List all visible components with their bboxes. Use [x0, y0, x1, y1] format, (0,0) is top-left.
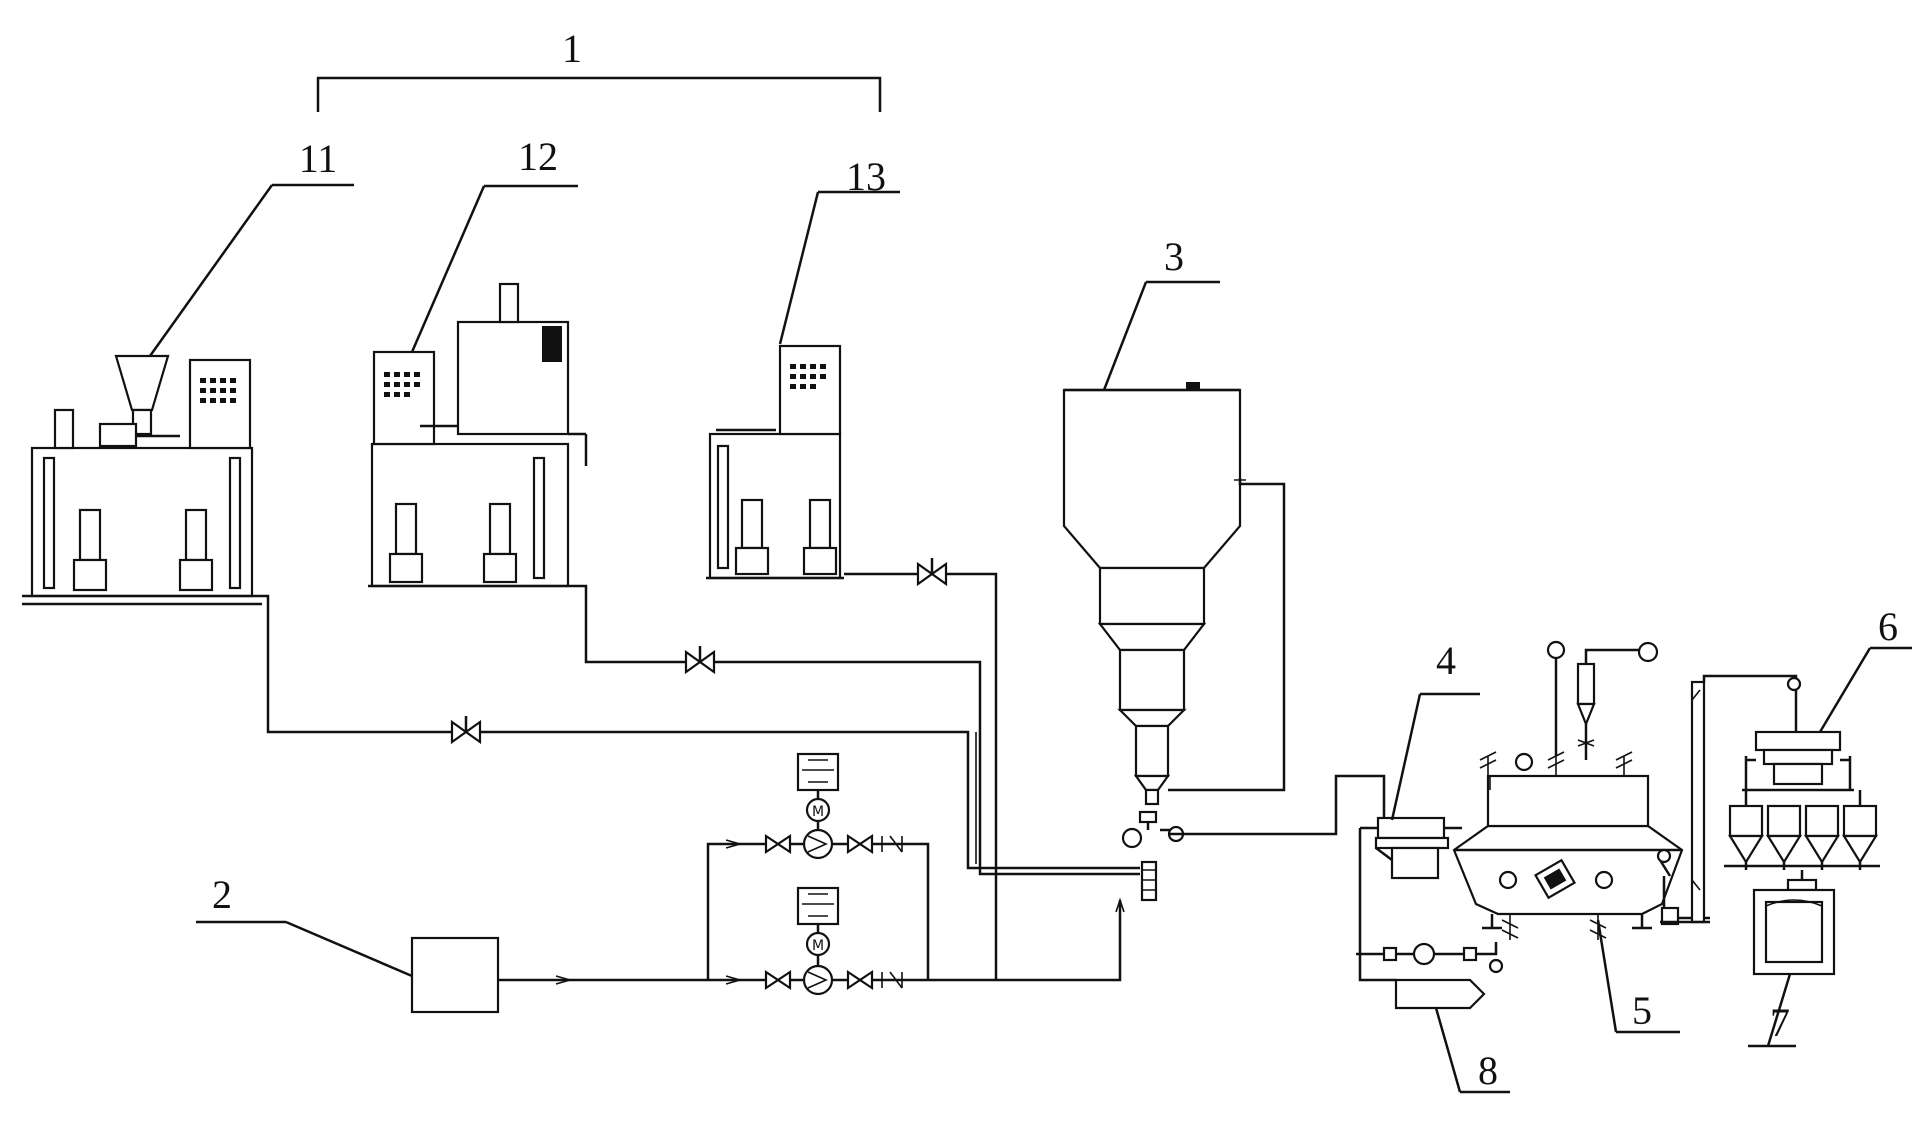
leader-heater — [1434, 1007, 1462, 1093]
unit-13-dilution-tank — [706, 344, 844, 580]
pump-set-upper: M — [764, 752, 903, 860]
label-system: 1 — [562, 26, 582, 71]
label-water-source: 2 — [212, 872, 232, 917]
leader-sieve — [1818, 647, 1872, 733]
water-source-2 — [410, 936, 500, 1014]
pipe-tower-to-feeder — [1170, 774, 1386, 836]
label-heater: 8 — [1478, 1048, 1498, 1093]
control-panel-buttons — [790, 364, 826, 389]
packer-7 — [1752, 870, 1836, 976]
pipe-unit-13-to-tower — [844, 572, 998, 980]
unit-12-dissolving-tank — [368, 282, 588, 588]
leader-packer — [1766, 973, 1792, 1047]
label-dryer: 5 — [1632, 988, 1652, 1033]
leader-dryer — [1596, 919, 1618, 1033]
system-bracket — [316, 76, 882, 112]
unit-11-dosing-tank — [22, 354, 262, 606]
heater-8 — [1356, 828, 1504, 1010]
valve-unit-13-line — [916, 558, 948, 587]
label-unit-13: 13 — [846, 154, 886, 199]
motor-letter: M — [812, 938, 824, 954]
label-sieve: 6 — [1878, 604, 1898, 649]
bucket-elevator — [1660, 674, 1802, 926]
dryer-5 — [1452, 640, 1684, 940]
control-panel-buttons — [384, 372, 420, 397]
leader-spray-tower — [1102, 281, 1148, 391]
label-unit-12: 12 — [518, 134, 558, 179]
label-feeder: 4 — [1436, 638, 1456, 683]
leader-unit-11 — [148, 184, 274, 357]
control-panel-buttons — [200, 378, 236, 403]
pump-set-lower: M — [764, 886, 903, 996]
pipe-unit-12-to-tower — [572, 584, 1140, 876]
motor-letter: M — [812, 804, 824, 820]
label-spray-tower: 3 — [1164, 234, 1184, 279]
pipe-unit-11-to-tower — [262, 594, 1140, 870]
leader-feeder — [1390, 693, 1422, 821]
leader-unit-12 — [410, 185, 486, 353]
valve-unit-12-line — [684, 646, 716, 675]
leader-unit-13 — [778, 191, 820, 345]
valve-unit-11-line — [450, 716, 482, 745]
sieve-6 — [1724, 716, 1880, 870]
label-packer: 7 — [1770, 1000, 1790, 1045]
label-unit-11: 11 — [299, 136, 338, 181]
feeder-4 — [1360, 816, 1462, 880]
spray-tower-3 — [1062, 382, 1286, 902]
